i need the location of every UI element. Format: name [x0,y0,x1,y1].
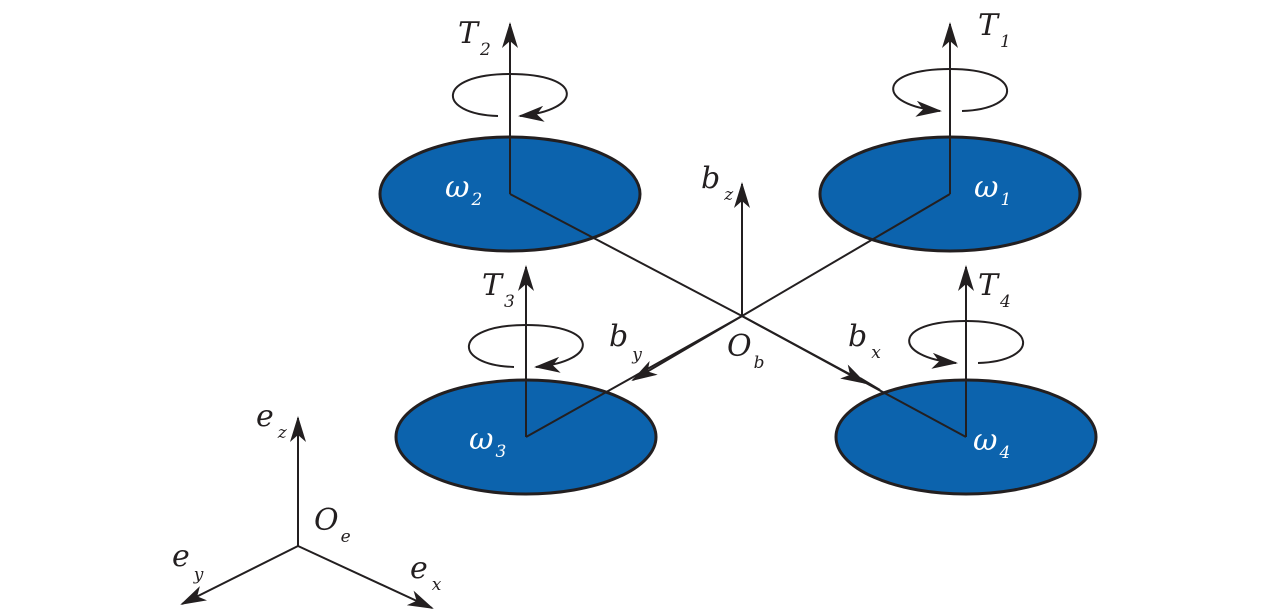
arm-1 [741,193,951,317]
earth-y-label: ey [172,539,204,585]
earth-x-axis [297,545,434,609]
arm-4-extension [859,377,881,391]
body-x-axis [741,315,867,384]
spin-arrow-2 [452,72,568,122]
earth-y-axis [180,545,299,605]
spin-arrow-1 [892,67,1008,117]
body-y-axis [631,315,743,382]
arm-2 [509,193,743,317]
spin-arrow-3 [468,323,584,373]
spin-arrow-4 [908,319,1024,369]
body-y-label: by [609,319,642,365]
